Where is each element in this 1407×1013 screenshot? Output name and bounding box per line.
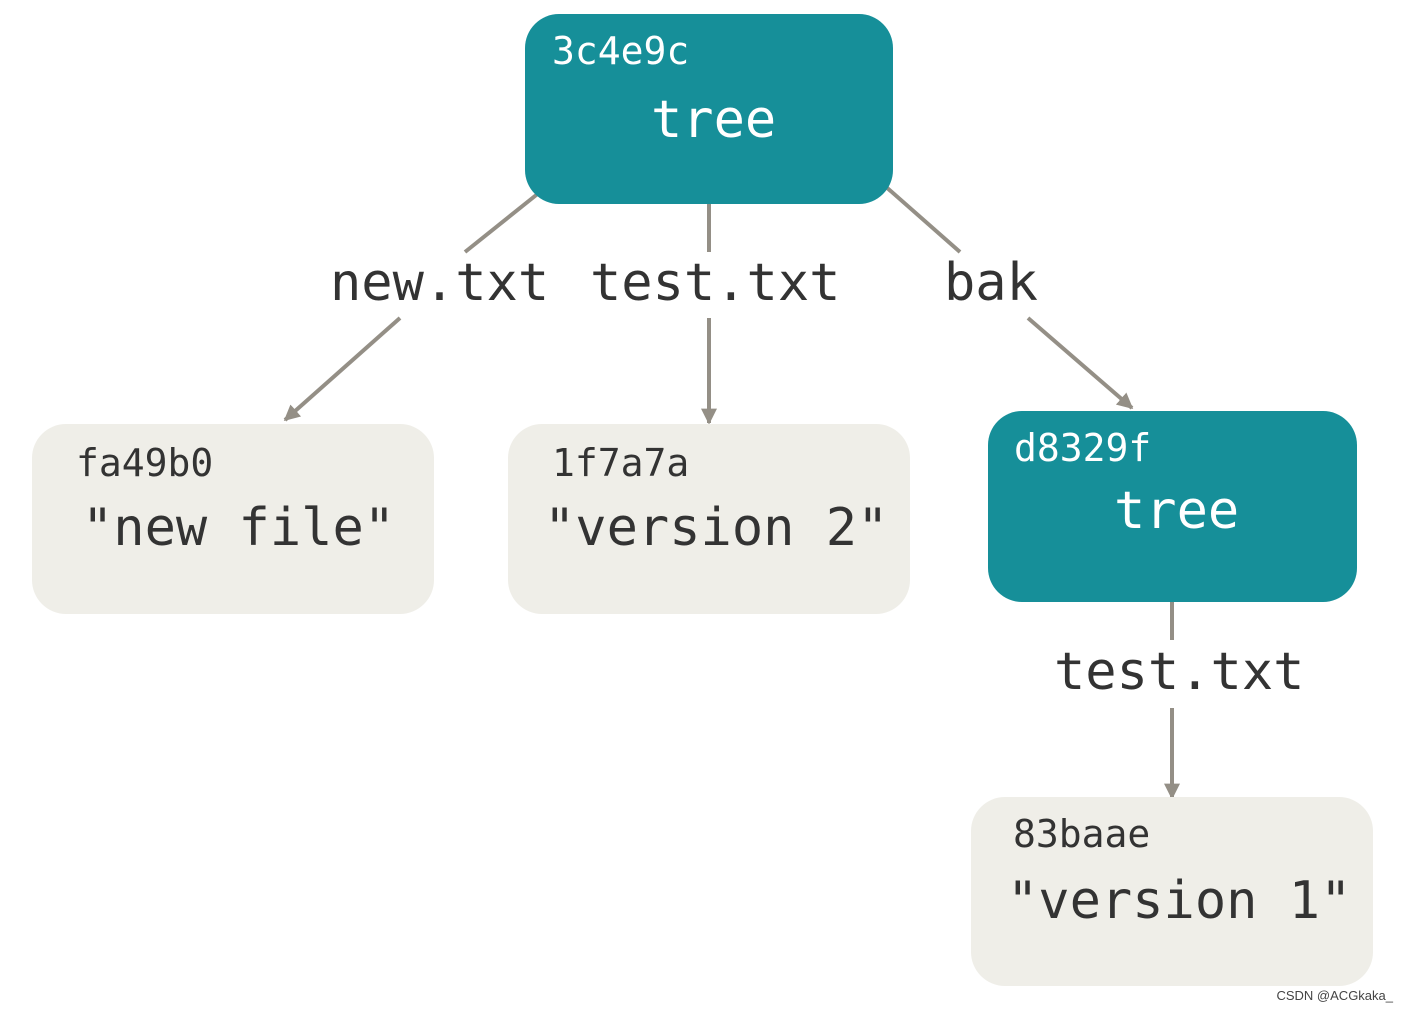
blob-new-file-content: "new file" (82, 498, 396, 558)
blob-new-file-hash: fa49b0 (76, 441, 214, 485)
edge-label-bak: bak (938, 257, 1044, 309)
edge-label-new-txt: new.txt (324, 257, 556, 309)
blob-version1-content: "version 1" (1007, 871, 1352, 931)
edge-bak-line (883, 184, 962, 254)
edge-new-txt-line (463, 190, 542, 254)
root-tree-hash: 3c4e9c (552, 29, 690, 73)
blob-version2-hash: 1f7a7a (552, 441, 690, 485)
bak-tree-node: d8329f tree (988, 411, 1357, 602)
root-tree-node: 3c4e9c tree (525, 14, 893, 204)
bak-tree-type: tree (1114, 481, 1240, 541)
edge-new-txt-arrow (283, 316, 402, 422)
root-tree-type: tree (651, 90, 777, 150)
blob-new-file-node: fa49b0 "new file" (32, 424, 434, 614)
edge-bak-arrow (1026, 316, 1134, 410)
edge-label-bak-test-txt: test.txt (1048, 646, 1311, 698)
blob-version2-content: "version 2" (544, 498, 889, 558)
edge-label-test-txt: test.txt (584, 257, 847, 309)
blob-version1-hash: 83baae (1013, 812, 1151, 856)
bak-tree-hash: d8329f (1014, 426, 1152, 470)
blob-version1-node: 83baae "version 1" (971, 797, 1373, 986)
blob-version2-node: 1f7a7a "version 2" (508, 424, 910, 614)
watermark-text: CSDN @ACGkaka_ (1276, 988, 1393, 1003)
